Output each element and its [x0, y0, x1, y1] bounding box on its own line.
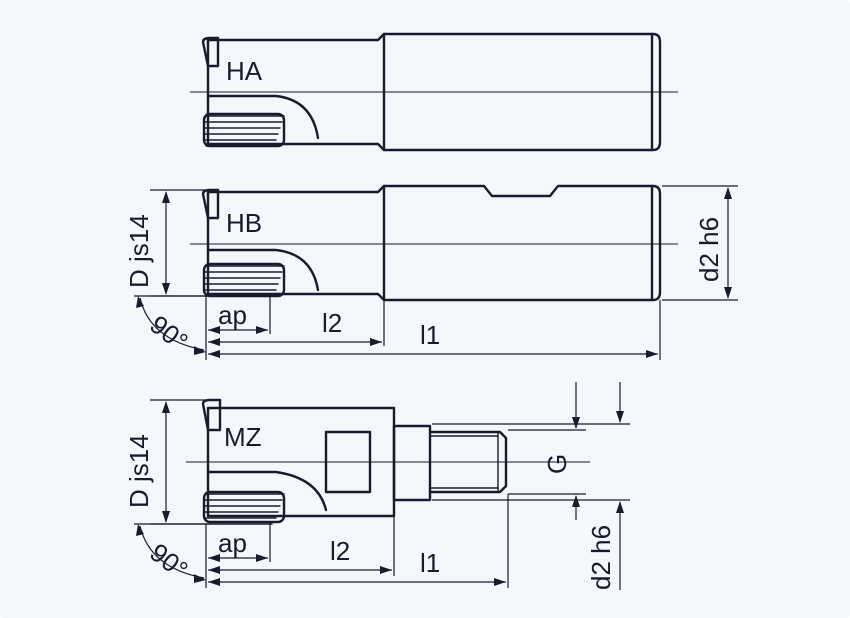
mz-shank-arrow-top	[616, 411, 624, 423]
mz-wrench-flat	[324, 430, 372, 494]
mz-insert-flutes	[203, 493, 285, 525]
mz-diameter-label: D js14	[124, 434, 154, 508]
mz-thread	[428, 430, 508, 494]
ha-insert-flutes	[203, 115, 285, 147]
hb-diameter-arrow-bottom	[162, 283, 170, 295]
hb-l1-arrow-right	[646, 350, 658, 358]
mz-view: MZ D js14 G d2 h6 ap	[124, 382, 630, 590]
mz-angle-arrow-end	[194, 574, 206, 583]
mz-thread-arrow-top	[572, 417, 580, 429]
mz-diameter-arrow-top	[162, 401, 170, 413]
hb-shank-label: d2 h6	[694, 217, 724, 282]
hb-view: HB D js14 d2 h6 ap l2 l1	[124, 184, 738, 360]
hb-l1-arrow-left	[208, 350, 220, 358]
mz-thread-arrow-bottom	[572, 495, 580, 507]
hb-diameter-arrow-top	[162, 191, 170, 203]
hb-l2-arrow-right	[370, 338, 382, 346]
mz-insert-bottom	[202, 490, 286, 524]
mz-thread-label: G	[542, 454, 572, 474]
hb-shank-arrow-top	[724, 187, 732, 199]
mz-l1-arrow-left	[208, 578, 220, 586]
hb-type-label: HB	[226, 208, 262, 238]
ha-insert-bottom	[202, 112, 286, 148]
mz-type-label: MZ	[224, 422, 262, 452]
mz-l2-arrow-right	[380, 566, 392, 574]
hb-body-outline	[206, 184, 662, 302]
mz-l1-label: l1	[420, 548, 440, 578]
mz-shank-label: d2 h6	[586, 525, 616, 590]
ha-type-label: HA	[226, 56, 263, 86]
mz-l2-label: l2	[330, 536, 350, 566]
hb-l1-label: l1	[420, 320, 440, 350]
mz-ap-arrow-left	[208, 554, 220, 562]
mz-angle-label: 90°	[144, 537, 193, 585]
mz-insert-top	[201, 398, 222, 432]
mz-chip-flute-curve	[206, 470, 328, 512]
hb-l2-label: l2	[322, 308, 342, 338]
hb-shank-arrow-bottom	[724, 287, 732, 299]
mz-shank-arrow-bottom	[616, 501, 624, 513]
hb-diameter-label: D js14	[124, 214, 154, 288]
ha-view: HA	[190, 32, 678, 152]
ha-insert-top	[201, 36, 220, 68]
hb-insert-flutes	[203, 265, 285, 297]
mz-l2-arrow-left	[208, 566, 220, 574]
hb-insert-bottom	[202, 262, 286, 298]
hb-ap-arrow-right	[256, 326, 268, 334]
mz-diameter-arrow-bottom	[162, 511, 170, 523]
hb-ap-arrow-left	[208, 326, 220, 334]
hb-angle-label: 90°	[144, 309, 193, 357]
hb-l2-arrow-left	[208, 338, 220, 346]
mz-ap-arrow-right	[256, 554, 268, 562]
ha-chip-flute-curve	[206, 94, 320, 140]
hb-angle-arrow-end	[194, 346, 206, 355]
hb-insert-top	[201, 188, 220, 220]
mz-neck	[392, 424, 432, 502]
hb-chip-flute-curve	[206, 248, 320, 292]
mz-l1-arrow-right	[494, 578, 506, 586]
hb-ap-label: ap	[218, 300, 247, 330]
mz-ap-label: ap	[218, 528, 247, 558]
hb-angle-arrow-start	[136, 296, 144, 308]
mz-angle-arrow-start	[136, 524, 144, 536]
